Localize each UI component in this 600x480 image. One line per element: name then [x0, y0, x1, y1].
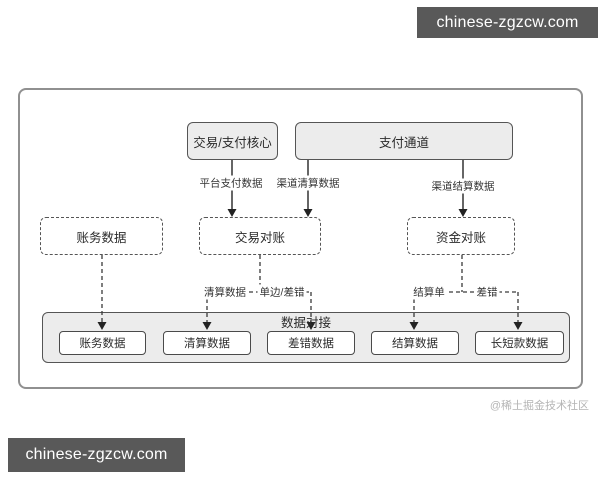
- node-accounting-data: 账务数据: [40, 217, 163, 255]
- edge-label-platform-payment-data: 平台支付数据: [197, 175, 265, 191]
- node-funds-reconciliation: 资金对账: [407, 217, 515, 255]
- site-badge-top-label: chinese-zgzcw.com: [436, 13, 579, 31]
- node-transaction-reconciliation-label: 交易对账: [234, 230, 285, 245]
- edge-label-error: 差错: [474, 284, 500, 300]
- subnode-accounting-data-label: 账务数据: [79, 338, 126, 350]
- edge-label-channel-settlement-data: 渠道结算数据: [429, 178, 497, 194]
- edge-label-clearing-data: 清算数据: [202, 284, 248, 300]
- community-watermark: @稀土掘金技术社区: [489, 400, 589, 412]
- edge-label-channel-clearing-data: 渠道清算数据: [274, 175, 342, 191]
- node-accounting-data-label: 账务数据: [76, 230, 127, 245]
- subnode-error-data: 差错数据: [267, 331, 355, 355]
- node-payment-channel: 支付通道: [295, 122, 513, 160]
- subnode-settlement-data: 结算数据: [371, 331, 459, 355]
- site-badge-bottom: chinese-zgzcw.com: [8, 438, 185, 472]
- site-badge-top: chinese-zgzcw.com: [417, 7, 598, 38]
- subnode-error-data-label: 差错数据: [288, 338, 334, 350]
- site-badge-bottom-label: chinese-zgzcw.com: [25, 446, 168, 463]
- data-docking-title: 数据对接: [280, 316, 332, 330]
- node-payment-channel-label: 支付通道: [378, 135, 429, 150]
- subnode-clearing-data: 清算数据: [163, 331, 251, 355]
- edge-label-settlement-bill: 结算单: [411, 284, 447, 300]
- node-transaction-reconciliation: 交易对账: [199, 217, 321, 255]
- node-funds-reconciliation-label: 资金对账: [435, 230, 486, 245]
- subnode-clearing-data-label: 清算数据: [184, 338, 230, 350]
- subnode-accounting-data: 账务数据: [59, 331, 146, 355]
- node-transaction-payment-core-label: 交易/支付核心: [193, 135, 272, 150]
- subnode-long-short-data-label: 长短款数据: [490, 338, 549, 350]
- subnode-settlement-data-label: 结算数据: [392, 338, 438, 350]
- subnode-long-short-data: 长短款数据: [475, 331, 564, 355]
- node-transaction-payment-core: 交易/支付核心: [187, 122, 278, 160]
- edge-label-unilateral-error: 单边/差错: [257, 284, 307, 300]
